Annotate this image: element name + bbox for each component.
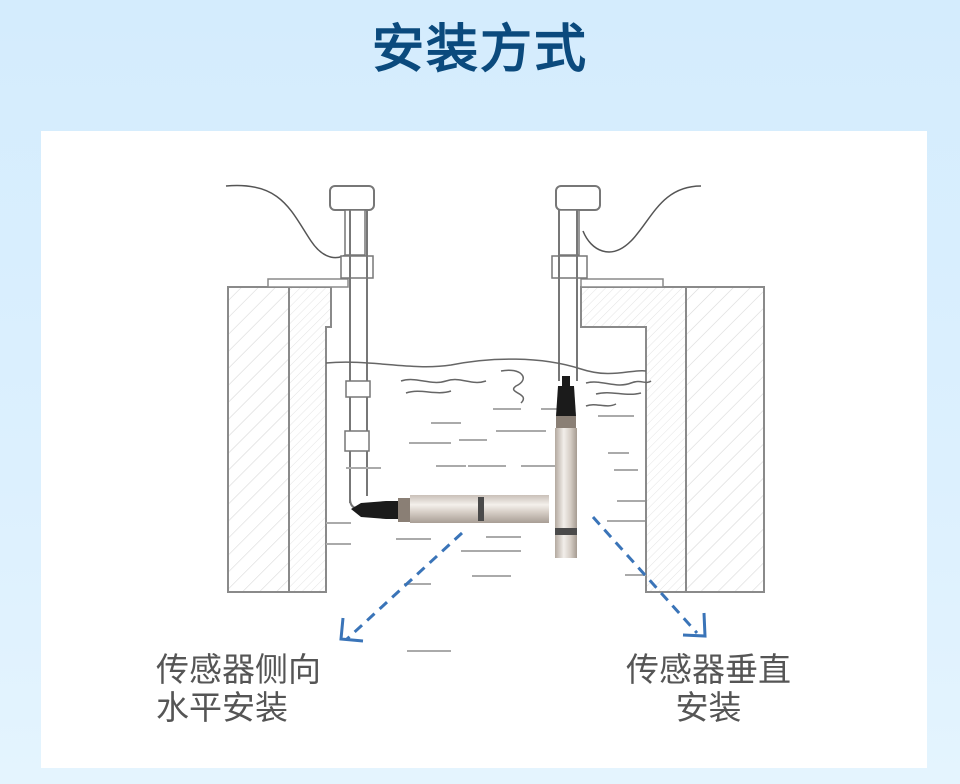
horizontal-sensor xyxy=(351,495,549,523)
vertical-sensor xyxy=(555,376,577,558)
left-mounting-pole xyxy=(329,185,386,510)
left-tank-wall xyxy=(227,278,349,593)
installation-diagram xyxy=(225,184,765,652)
horizontal-install-caption: 传感器侧向 水平安装 xyxy=(156,651,321,727)
right-mounting-pole xyxy=(551,185,601,381)
right-tank-wall xyxy=(580,278,765,593)
right-arrow xyxy=(591,515,707,638)
left-arrow xyxy=(339,531,464,643)
vertical-install-caption-line2: 安装 xyxy=(675,688,742,727)
page-title: 安装方式 xyxy=(371,20,588,80)
vertical-install-caption: 传感器垂直 安装 xyxy=(621,651,796,727)
installation-diagram-panel: 传感器侧向 水平安装 传感器垂直 安装 xyxy=(41,131,927,768)
right-cable xyxy=(582,185,702,253)
vertical-install-caption-line1: 传感器垂直 xyxy=(626,650,791,689)
water-surface xyxy=(325,358,652,407)
horizontal-install-caption-line1: 传感器侧向 xyxy=(156,650,321,689)
horizontal-install-caption-line2: 水平安装 xyxy=(156,688,288,727)
